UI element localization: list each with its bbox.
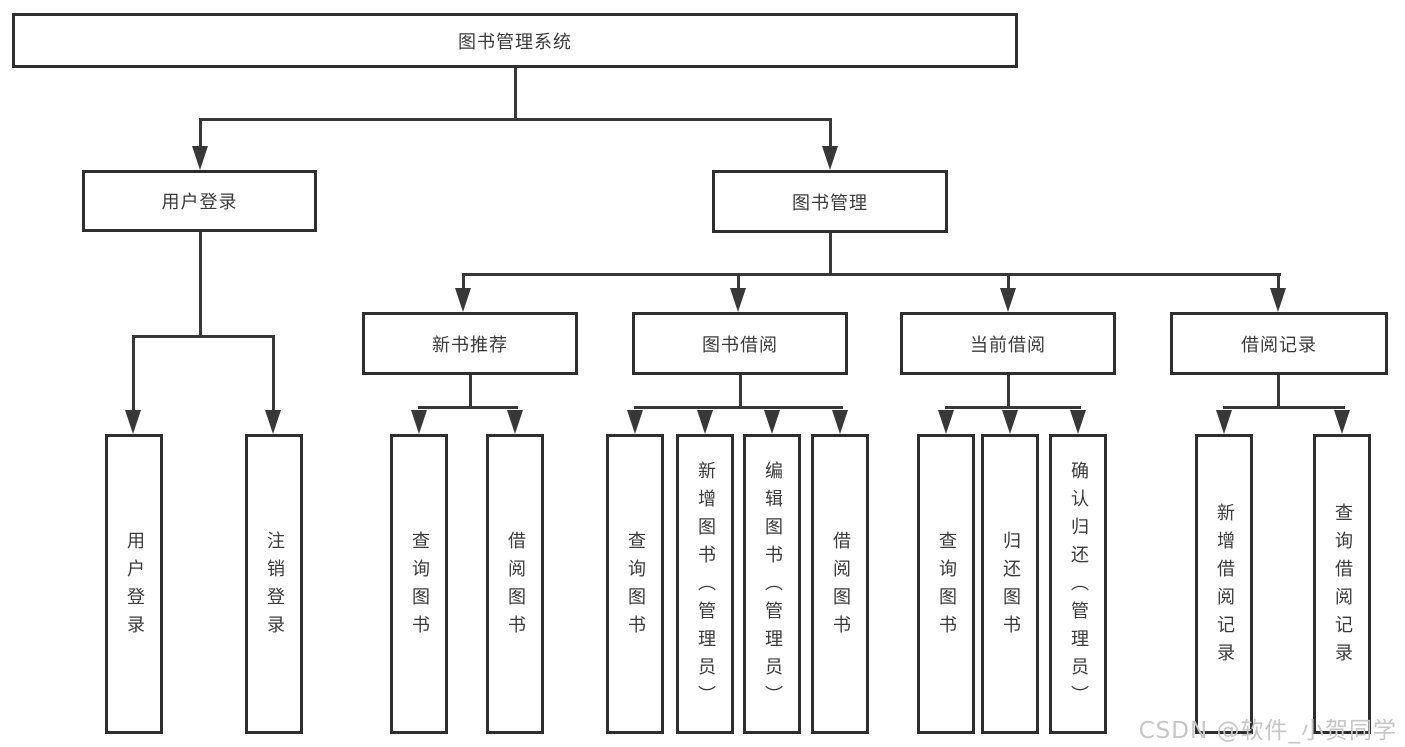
connector-drop-user-login <box>199 120 202 148</box>
arrowhead-icon <box>1002 410 1018 434</box>
connector-borrowing-bus <box>634 406 843 409</box>
connector-level3-bus <box>462 273 1281 276</box>
node-book-management: 图书管理 <box>712 170 948 233</box>
arrowhead-icon <box>764 410 780 434</box>
connector-current-feed <box>1007 375 1010 409</box>
arrowhead-icon <box>507 410 523 434</box>
node-new-book-recommend: 新书推荐 <box>362 312 578 375</box>
connector-records-feed <box>1277 375 1280 409</box>
arrowhead-icon <box>455 288 471 312</box>
leaf-current-query-books: 查询图书 <box>917 434 975 734</box>
leaf-user-login: 用户登录 <box>105 434 163 734</box>
connector-level2-bus <box>199 118 832 121</box>
arrowhead-icon <box>938 410 954 434</box>
arrowhead-icon <box>697 410 713 434</box>
leaf-records-query-borrow-record: 查询借阅记录 <box>1313 434 1371 734</box>
node-book-borrowing: 图书借阅 <box>632 312 848 375</box>
node-current-borrowing: 当前借阅 <box>900 312 1116 375</box>
connector-drop-book-management <box>829 120 832 148</box>
arrowhead-icon <box>730 288 746 312</box>
arrowhead-icon <box>822 146 838 170</box>
connector-current-bus <box>945 406 1081 409</box>
connector-borrowing-feed <box>739 375 742 409</box>
arrowhead-icon <box>627 410 643 434</box>
arrowhead-icon <box>1216 410 1232 434</box>
connector-user-login-feed <box>199 232 202 338</box>
node-root: 图书管理系统 <box>12 13 1018 68</box>
arrowhead-icon <box>125 410 141 434</box>
leaf-recommend-query-books: 查询图书 <box>390 434 448 734</box>
connector-drop-leaf-logout <box>272 337 275 410</box>
arrowhead-icon <box>265 410 281 434</box>
leaf-current-confirm-return-admin: 确认归还（管理员） <box>1049 434 1107 734</box>
watermark: CSDN @软件_小贺同学 <box>1138 718 1397 744</box>
connector-recommend-feed <box>469 375 472 409</box>
leaf-logout: 注销登录 <box>245 434 303 734</box>
leaf-borrowing-edit-books-admin: 编辑图书（管理员） <box>743 434 801 734</box>
node-borrow-records: 借阅记录 <box>1170 312 1388 375</box>
leaf-borrowing-add-books-admin: 新增图书（管理员） <box>676 434 734 734</box>
arrowhead-icon <box>411 410 427 434</box>
connector-root-feed <box>514 68 517 120</box>
connector-drop-borrow-records <box>1277 275 1280 290</box>
leaf-borrowing-borrow-books: 借阅图书 <box>811 434 869 734</box>
arrowhead-icon <box>1070 410 1086 434</box>
leaf-current-return-books: 归还图书 <box>981 434 1039 734</box>
connector-drop-leaf-user-login <box>132 337 135 410</box>
connector-recommend-bus <box>418 406 518 409</box>
connector-book-management-feed <box>829 233 832 276</box>
connector-user-login-bus <box>132 335 275 338</box>
connector-records-bus <box>1223 406 1345 409</box>
connector-drop-book-borrowing <box>737 275 740 290</box>
arrowhead-icon <box>192 146 208 170</box>
connector-drop-new-book-recommend <box>462 275 465 290</box>
leaf-recommend-borrow-books: 借阅图书 <box>486 434 544 734</box>
node-user-login: 用户登录 <box>82 170 317 232</box>
leaf-borrowing-query-books: 查询图书 <box>606 434 664 734</box>
arrowhead-icon <box>1270 288 1286 312</box>
arrowhead-icon <box>832 410 848 434</box>
arrowhead-icon <box>1000 288 1016 312</box>
connector-drop-current-borrowing <box>1007 275 1010 290</box>
leaf-records-add-borrow-record: 新增借阅记录 <box>1195 434 1253 734</box>
arrowhead-icon <box>1334 410 1350 434</box>
